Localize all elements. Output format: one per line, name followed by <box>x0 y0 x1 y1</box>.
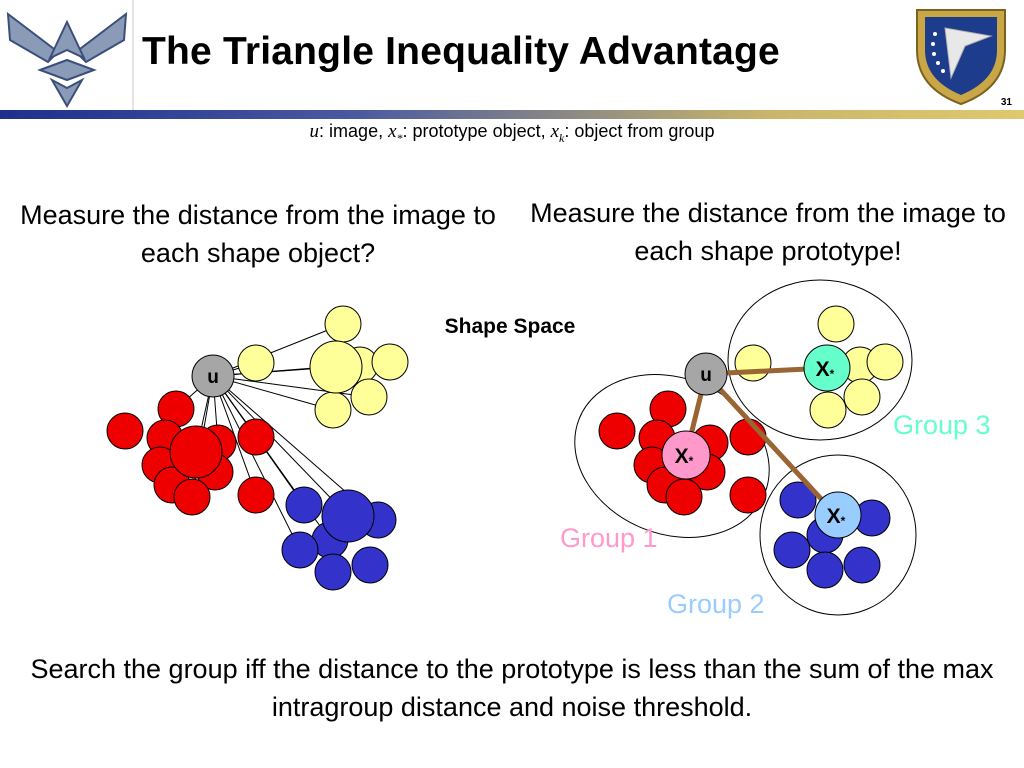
left-red-object <box>169 425 223 479</box>
legend-x-symbol: x* <box>388 121 403 145</box>
right-yellow-object <box>817 305 855 343</box>
prototype-group-2-label: X* <box>827 505 846 528</box>
slide-title: The Triangle Inequality Advantage <box>142 30 780 73</box>
right-red-object <box>729 418 767 456</box>
left-blue-object <box>281 531 319 569</box>
left-blue-object <box>351 546 389 584</box>
group-2-boundary <box>759 454 917 616</box>
left-red-object <box>173 478 211 516</box>
group-3-boundary <box>727 279 913 441</box>
right-red-object <box>598 412 636 450</box>
left-blue-object <box>285 486 323 524</box>
left-yellow-object <box>237 344 275 382</box>
prototype-group-3 <box>803 344 851 392</box>
left-yellow-objects <box>237 305 409 429</box>
prototype-group-2 <box>814 491 862 539</box>
right-yellow-object <box>734 344 772 382</box>
legend-u-desc: : image, <box>319 121 389 141</box>
right-cluster: X* X* X* u Group 3 Group 1 Group 2 <box>560 279 991 619</box>
group-1-label: Group 1 <box>560 523 658 553</box>
right-yellow-object <box>843 378 881 416</box>
right-blue-object <box>843 546 881 584</box>
notation-legend: u: image, x*: prototype object, xk: obje… <box>0 121 1024 146</box>
prototype-group-1 <box>661 430 711 480</box>
legend-xk-desc: : object from group <box>564 121 715 141</box>
right-red-object <box>665 478 703 516</box>
group-2-label: Group 2 <box>667 589 765 619</box>
right-blue-object <box>779 481 817 519</box>
slide-number: 31 <box>1000 97 1012 108</box>
left-yellow-object <box>314 391 352 429</box>
left-heading: Measure the distance from the image to e… <box>20 200 496 268</box>
right-blue-object <box>773 531 811 569</box>
prototype-group-1-label: X* <box>675 445 694 468</box>
right-image-node <box>684 352 728 396</box>
right-yellow-object <box>866 343 904 381</box>
right-image-node-label: u <box>700 365 712 386</box>
shape-space-label: Shape Space <box>445 315 576 338</box>
left-yellow-object <box>350 378 388 416</box>
group-3-label: Group 3 <box>893 410 991 440</box>
left-yellow-object <box>324 305 362 343</box>
afrl-shield-logo <box>905 0 1017 108</box>
left-red-object <box>106 412 144 450</box>
left-blue-objects <box>281 486 397 591</box>
right-blue-object <box>806 551 844 589</box>
left-red-object <box>237 418 275 456</box>
left-blue-object <box>314 553 352 591</box>
legend-xk-symbol: xk <box>550 121 565 145</box>
air-force-logo <box>0 0 134 110</box>
left-yellow-object <box>309 340 363 394</box>
header-divider-bar <box>0 110 1024 119</box>
left-blue-object <box>321 489 375 543</box>
prototype-group-3-label: X* <box>816 358 835 381</box>
legend-u-symbol: u <box>309 121 320 142</box>
legend-x-desc: : prototype object, <box>402 121 551 141</box>
left-image-node <box>191 354 235 398</box>
right-red-object <box>729 476 767 514</box>
left-image-node-label: u <box>207 367 219 388</box>
left-yellow-object <box>371 343 409 381</box>
right-yellow-object <box>809 391 847 429</box>
footer-statement: Search the group iff the distance to the… <box>30 654 994 722</box>
left-cluster: u <box>106 305 409 591</box>
right-heading: Measure the distance from the image to e… <box>530 198 1006 266</box>
left-red-object <box>237 476 275 514</box>
left-red-objects <box>106 390 275 516</box>
